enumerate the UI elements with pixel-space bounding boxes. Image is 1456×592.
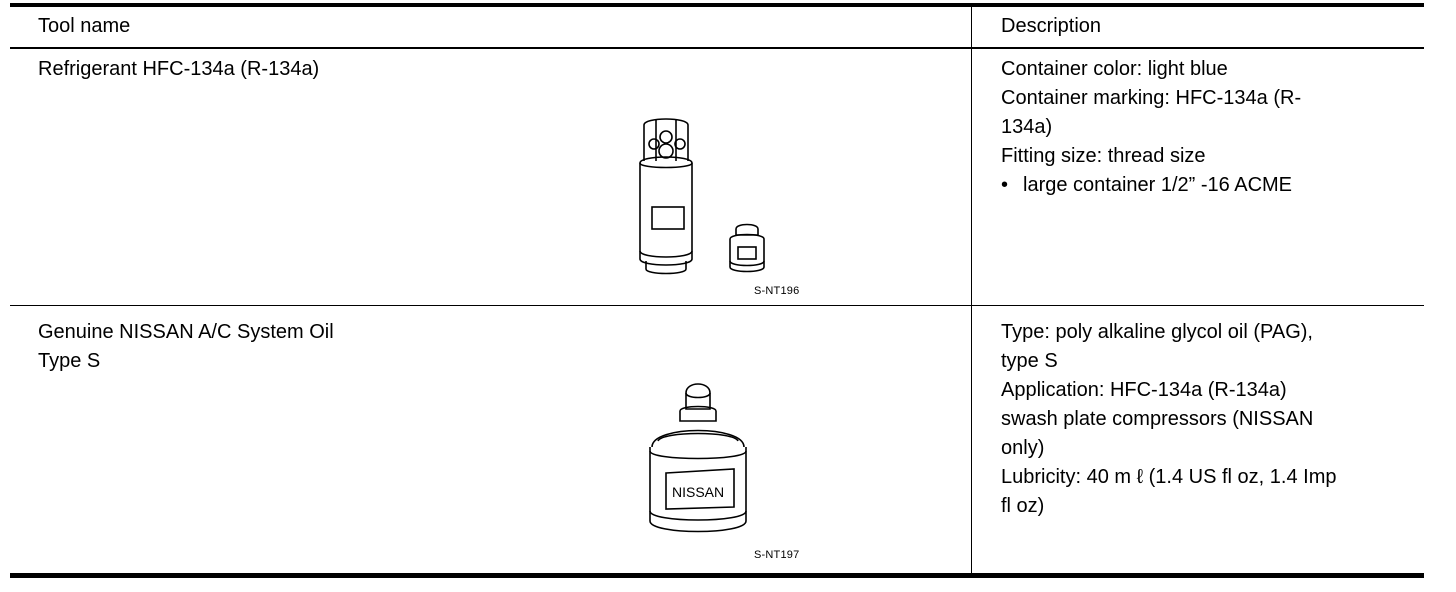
description-line: type S xyxy=(1001,350,1058,372)
description-line: Container marking: HFC-134a (R- xyxy=(1001,87,1302,109)
description-line: 134a) xyxy=(1001,116,1053,138)
description-line: Type: poly alkaline glycol oil (PAG), xyxy=(1001,321,1313,343)
header-tool-name: Tool name xyxy=(38,15,131,37)
bullet-text: large container 1/2” -16 ACME xyxy=(1023,174,1293,196)
table-header-rule xyxy=(10,47,1424,49)
row2-description: Type: poly alkaline glycol oil (PAG), ty… xyxy=(1001,318,1411,521)
row1-description: Container color: light blue Container ma… xyxy=(1001,55,1411,200)
row2-tool-name: Genuine NISSAN A/C System Oil Type S xyxy=(38,318,538,376)
tool-name-line: Refrigerant HFC-134a (R-134a) xyxy=(38,58,320,80)
table-bottom-rule xyxy=(10,573,1424,578)
refrigerant-cylinder-icon xyxy=(639,118,765,275)
description-line: only) xyxy=(1001,437,1045,459)
description-line: swash plate compressors (NISSAN xyxy=(1001,408,1314,430)
table-top-rule xyxy=(10,3,1424,7)
figure-code: S-NT197 xyxy=(754,549,800,561)
description-bullet-item: large container 1/2” -16 ACME xyxy=(1001,171,1411,200)
row1-tool-name: Refrigerant HFC-134a (R-134a) xyxy=(38,55,319,84)
bottle-label: NISSAN xyxy=(672,484,724,500)
table-column-divider xyxy=(971,7,972,573)
description-line: Lubricity: 40 m ℓ (1.4 US fl oz, 1.4 Imp xyxy=(1001,466,1337,488)
oil-bottle-icon: NISSAN xyxy=(649,383,747,533)
description-line: Container color: light blue xyxy=(1001,58,1228,80)
tool-name-line: Genuine NISSAN A/C System Oil xyxy=(38,321,334,343)
tool-name-line: Type S xyxy=(38,350,101,372)
description-line: Application: HFC-134a (R-134a) xyxy=(1001,379,1287,401)
description-line: fl oz) xyxy=(1001,495,1045,517)
table-row-divider xyxy=(10,305,1424,306)
description-line: Fitting size: thread size xyxy=(1001,145,1206,167)
header-description: Description xyxy=(1001,15,1102,37)
figure-code: S-NT196 xyxy=(754,285,800,297)
